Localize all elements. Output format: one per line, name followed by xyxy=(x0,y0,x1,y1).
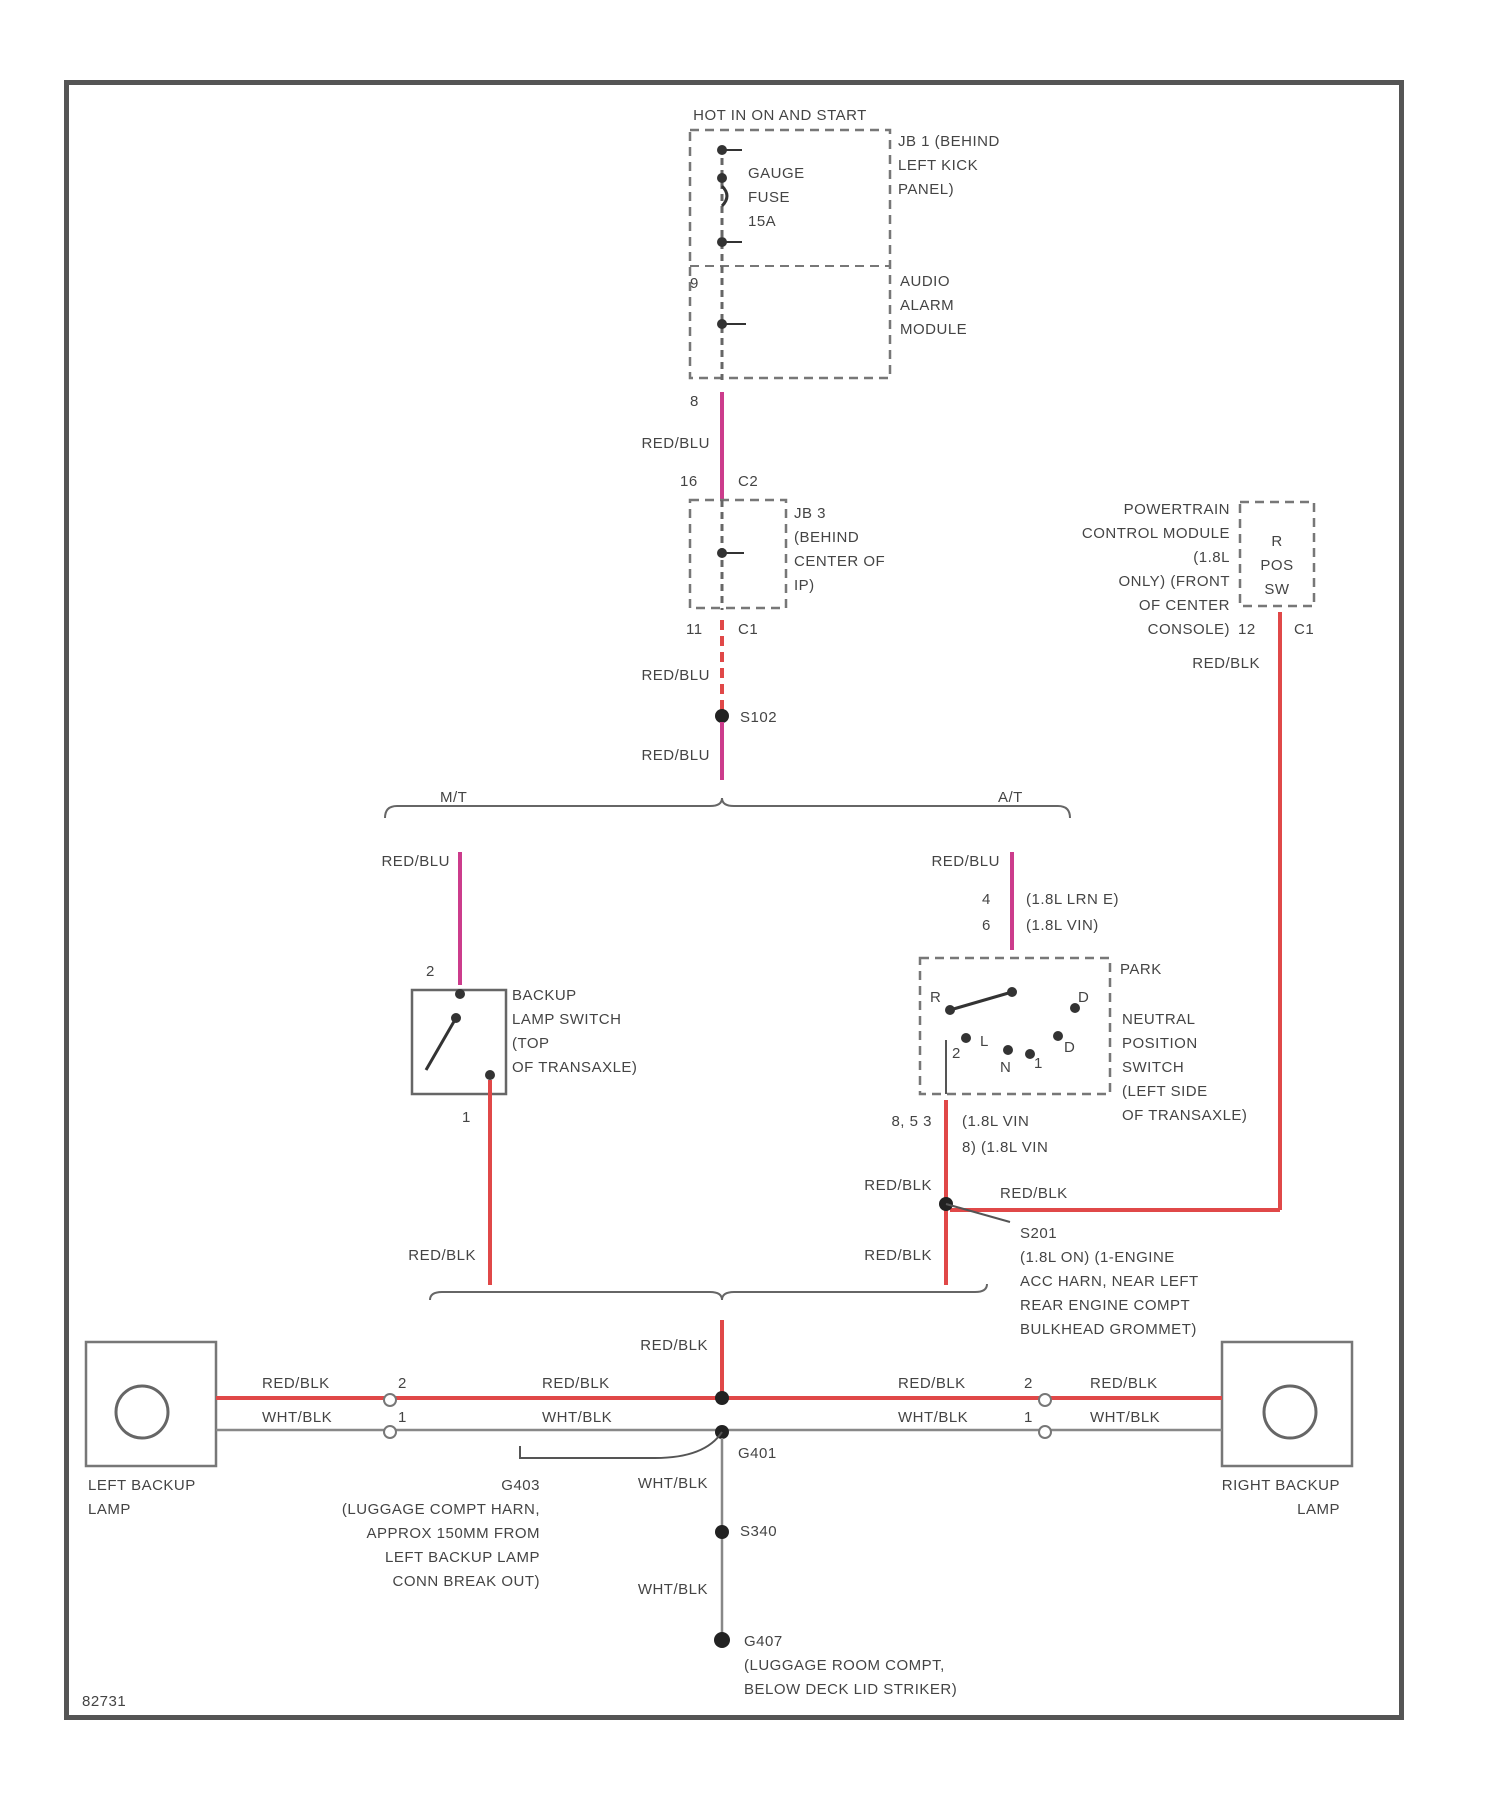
g403-label: G403 (LUGGAGE COMPT HARN, APPROX 150MM F… xyxy=(270,1474,540,1594)
wire-redblk-pcm-label: RED/BLK xyxy=(1130,652,1260,676)
at-pin-a: 4 xyxy=(982,888,991,912)
splice-s340 xyxy=(715,1525,729,1539)
backup-switch-label: BACKUP LAMP SWITCH (TOP OF TRANSAXLE) xyxy=(512,984,637,1080)
park-label: PARK xyxy=(1120,958,1162,982)
ground-g407 xyxy=(714,1632,730,1648)
at-pin-b: 6 xyxy=(982,914,991,938)
rc-red-label: RED/BLK xyxy=(898,1372,966,1396)
audio-alarm-label: AUDIO ALARM MODULE xyxy=(900,270,967,342)
nps-letter-n: N xyxy=(1000,1056,1011,1080)
nps-pins: 8, 5 3 xyxy=(860,1110,932,1134)
mt-label: M/T xyxy=(440,786,467,810)
splice-s102 xyxy=(715,709,729,723)
pin-8-label: 8 xyxy=(690,390,699,414)
splice-red-junction xyxy=(715,1391,729,1405)
nps-letter-r: R xyxy=(930,986,941,1010)
pin-11-label: 11 xyxy=(686,618,703,642)
pcm-label: POWERTRAIN CONTROL MODULE (1.8L ONLY) (F… xyxy=(1010,498,1230,642)
at-label: A/T xyxy=(998,786,1023,810)
s201-label: S201 (1.8L ON) (1-ENGINE ACC HARN, NEAR … xyxy=(1020,1222,1199,1342)
nps-note-1: (1.8L VIN xyxy=(962,1110,1029,1134)
wire-whtblk-label-2: WHT/BLK xyxy=(590,1578,708,1602)
left-lamp-box xyxy=(86,1342,216,1466)
hot-in-label: HOT IN ON AND START xyxy=(660,104,900,128)
lb-wht-label: WHT/BLK xyxy=(262,1406,332,1430)
pcm-conn-c1: C1 xyxy=(1294,618,1314,642)
rb-red-label: RED/BLK xyxy=(1090,1372,1158,1396)
nps-box xyxy=(920,958,1110,1094)
right-lamp-bulb xyxy=(1264,1386,1316,1438)
rb-wht-label: WHT/BLK xyxy=(1090,1406,1160,1430)
wire-redblk-label-3: RED/BLK xyxy=(820,1244,932,1268)
wire-redblu-mt-label: RED/BLU xyxy=(330,850,450,874)
lb-red-label: RED/BLK xyxy=(262,1372,330,1396)
left-lamp-label: LEFT BACKUP LAMP xyxy=(88,1474,196,1522)
lc-red-label: RED/BLK xyxy=(542,1372,610,1396)
nps-label: NEUTRAL POSITION SWITCH (LEFT SIDE OF TR… xyxy=(1122,1008,1247,1128)
nps-letter-d2: D xyxy=(1064,1036,1075,1060)
left-lamp-bulb xyxy=(116,1386,168,1438)
mt-pin-2: 2 xyxy=(426,960,435,984)
mt-at-brace xyxy=(385,798,1070,818)
wire-redblk-label-1: RED/BLK xyxy=(820,1174,932,1198)
nps-wiper xyxy=(950,992,1012,1010)
wire-redblk-label-2: RED/BLK xyxy=(1000,1182,1068,1206)
conn-c2-label: C2 xyxy=(738,470,758,494)
conn-c1-label: C1 xyxy=(738,618,758,642)
splice-s102-label: S102 xyxy=(740,706,777,730)
jb1-label: JB 1 (BEHIND LEFT KICK PANEL) xyxy=(898,130,1000,202)
g407-label: G407 (LUGGAGE ROOM COMPT, BELOW DECK LID… xyxy=(744,1630,957,1702)
wire-redblu-at-label: RED/BLU xyxy=(880,850,1000,874)
figure-id: 82731 xyxy=(82,1690,126,1714)
rc-wht-label: WHT/BLK xyxy=(898,1406,968,1430)
backup-switch-blade xyxy=(426,1018,456,1070)
nps-letter-d: D xyxy=(1078,986,1089,1010)
lc-wht-label: WHT/BLK xyxy=(542,1406,612,1430)
pcm-pin-text: R POS SW xyxy=(1240,530,1314,602)
wire-redblu-label-1: RED/BLU xyxy=(590,432,710,456)
rb-pin-2: 2 xyxy=(1024,1372,1033,1396)
right-lamp-box xyxy=(1222,1342,1352,1466)
pin-9-label: 9 xyxy=(690,272,699,296)
wire-redblu-label-3: RED/BLU xyxy=(590,744,710,768)
splice-s340-label: S340 xyxy=(740,1520,777,1544)
wire-redblk-label-5: RED/BLK xyxy=(590,1334,708,1358)
fuse-terminal xyxy=(717,173,727,183)
at-pin-a-note: (1.8L LRN E) xyxy=(1026,888,1119,912)
bottom-brace xyxy=(430,1284,987,1300)
wire-redblk-label-4: RED/BLK xyxy=(360,1244,476,1268)
nps-letter-l: L xyxy=(980,1030,989,1054)
nps-letter-1: 1 xyxy=(1034,1052,1043,1076)
jb3-label: JB 3 (BEHIND CENTER OF IP) xyxy=(794,502,885,598)
pin-16-label: 16 xyxy=(680,470,698,494)
right-lamp-label: RIGHT BACKUP LAMP xyxy=(1140,1474,1340,1522)
g403-leader xyxy=(520,1432,722,1458)
nps-letter-2: 2 xyxy=(952,1042,961,1066)
wire-whtblk-label-1: WHT/BLK xyxy=(590,1472,708,1496)
gauge-fuse-label: GAUGE FUSE 15A xyxy=(748,162,805,234)
mt-pin-1: 1 xyxy=(462,1106,471,1130)
wire-redblu-label-2: RED/BLU xyxy=(590,664,710,688)
at-pin-b-note: (1.8L VIN) xyxy=(1026,914,1099,938)
g401-label: G401 xyxy=(738,1442,777,1466)
rb-pin-1: 1 xyxy=(1024,1406,1033,1430)
nps-note-2: 8) (1.8L VIN xyxy=(962,1136,1048,1160)
pcm-pin-12: 12 xyxy=(1238,618,1256,642)
lb-pin-2: 2 xyxy=(398,1372,407,1396)
lb-pin-1: 1 xyxy=(398,1406,407,1430)
